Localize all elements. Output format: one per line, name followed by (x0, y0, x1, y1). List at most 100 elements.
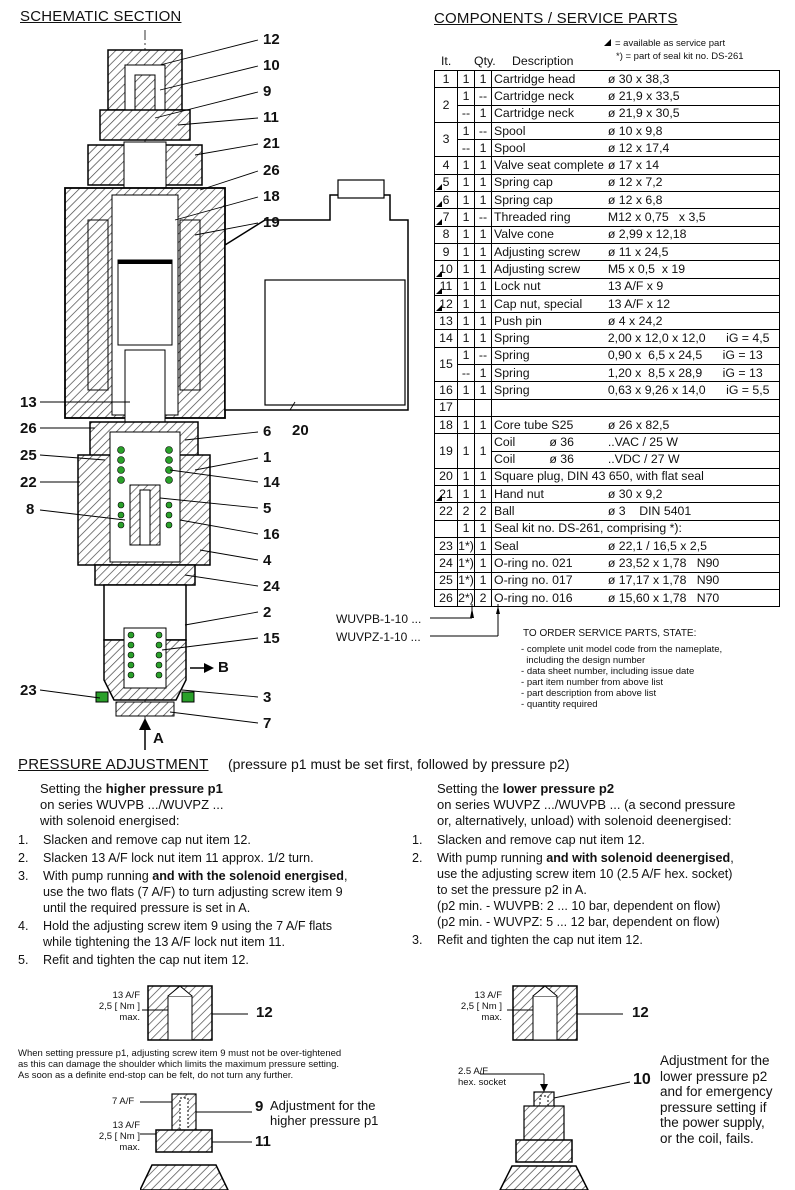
cell-qty: -- (474, 121, 492, 141)
cell-item: 4 (434, 156, 458, 175)
callout-20: 20 (292, 422, 309, 439)
schematic-drawing (39, 30, 409, 750)
callout-14: 14 (263, 474, 280, 491)
adjust-title: PRESSURE ADJUSTMENT (18, 756, 209, 773)
cell-description: Push pin (490, 312, 606, 331)
legend-service: = available as service part (604, 38, 725, 49)
cell-qty: 1*) (457, 537, 475, 556)
cell-description: Valve cone (490, 225, 606, 244)
cell-description: Coil ø 36 (490, 433, 606, 452)
callout-24: 24 (263, 578, 280, 595)
cell-description: Spool (490, 121, 606, 141)
cell-dimension: ø 15,60 x 1,78 N70 (605, 588, 780, 608)
callout-21: 21 (263, 135, 280, 152)
cell-item: 12 (434, 294, 458, 314)
service-part-icon (436, 201, 442, 208)
cell-description: Spring (490, 381, 606, 400)
cell-dimension: ø 22,1 / 16,5 x 2,5 (605, 537, 780, 556)
variant-wuvpb: WUVPB-1-10 ... (336, 612, 422, 626)
cell-description: Lock nut (490, 277, 606, 296)
cell-qty: -- (457, 104, 475, 123)
cap-nut-diagram-p2 (507, 985, 623, 1041)
callout-25: 25 (20, 447, 37, 464)
cell-item: 25 (434, 571, 458, 590)
adjust-note: (pressure p1 must be set first, followed… (228, 756, 570, 772)
cell-dimension: 13 A/F x 9 (605, 277, 780, 296)
cell-description: Adjusting screw (490, 260, 606, 279)
cell-dimension: ø 2,99 x 12,18 (605, 225, 780, 244)
cell-qty: 1 (474, 277, 492, 296)
cell-item: 16 (434, 381, 458, 400)
port-a-label: A (153, 730, 164, 747)
port-b-label: B (218, 659, 229, 676)
service-part-icon (436, 184, 442, 191)
rd2-desc: Adjustment for the lower pressure p2 and… (660, 1053, 773, 1146)
cell-qty: 2 (457, 502, 475, 521)
list-item: - data sheet number, including issue dat… (521, 666, 695, 677)
list-item: 3.With pump running and with the solenoi… (18, 869, 348, 915)
col-header-qty: Qty. (474, 54, 496, 68)
cell-qty: 1 (457, 467, 475, 487)
cell-dimension: M5 x 0,5 x 19 (605, 260, 780, 279)
variant-arrows (430, 604, 500, 637)
cell-item: 20 (434, 467, 458, 487)
cell-qty (474, 398, 492, 417)
cell-qty (457, 398, 475, 417)
cell-qty: 1 (474, 329, 492, 348)
cell-dimension: ø 10 x 9,8 (605, 121, 780, 141)
cell-item: 13 (434, 312, 458, 331)
list-item: 5.Refit and tighten the cap nut item 12. (18, 953, 249, 967)
cell-qty: 1 (457, 156, 475, 175)
service-part-icon (604, 39, 611, 46)
cell-qty: 1 (474, 519, 492, 539)
d2-item-9: 9 (255, 1098, 264, 1115)
col-header-desc: Description (512, 54, 574, 68)
cell-qty: 1 (457, 415, 475, 435)
cell-dimension (605, 398, 780, 417)
cell-description: Square plug, DIN 43 650, with flat seal (491, 467, 780, 487)
cell-description: Cartridge head (490, 69, 606, 89)
variant-wuvpz: WUVPZ-1-10 ... (336, 630, 421, 644)
cell-qty: 1 (474, 554, 492, 573)
cell-dimension: 2,00 x 12,0 x 12,0 iG = 4,5 (605, 329, 780, 348)
cell-item: 24 (434, 554, 458, 573)
d2-item-11: 11 (255, 1133, 271, 1150)
cell-qty: 1 (457, 294, 475, 314)
cell-qty: 1 (457, 242, 475, 262)
callout-26: 26 (263, 162, 280, 179)
cell-description: Cartridge neck (490, 87, 606, 106)
list-item: including the design number (526, 655, 646, 666)
screw-diagram-p1 (140, 1093, 252, 1190)
cell-dimension: ø 30 x 38,3 (605, 69, 780, 89)
cell-qty: 1 (474, 312, 492, 331)
cell-dimension: ø 3 DIN 5401 (605, 502, 780, 521)
cell-item: 8 (434, 225, 458, 244)
cell-description (490, 398, 606, 417)
service-part-icon (436, 270, 442, 277)
cell-dimension: ø 30 x 9,2 (605, 485, 780, 504)
rd1-item-12: 12 (632, 1004, 649, 1021)
cell-item: 1 (434, 69, 458, 89)
callout-1: 1 (263, 449, 272, 466)
cell-qty: 1 (457, 433, 475, 469)
cell-qty: 1 (457, 381, 475, 400)
list-item: 2.With pump running and with solenoid de… (412, 851, 734, 929)
cell-description: Spring (490, 346, 606, 366)
list-item: 1.Slacken and remove cap nut item 12. (412, 833, 645, 847)
cell-dimension: ..VDC / 27 W (605, 450, 780, 469)
left-heading: Setting the higher pressure p1 on series… (40, 781, 224, 828)
cell-qty: 1 (474, 69, 492, 89)
